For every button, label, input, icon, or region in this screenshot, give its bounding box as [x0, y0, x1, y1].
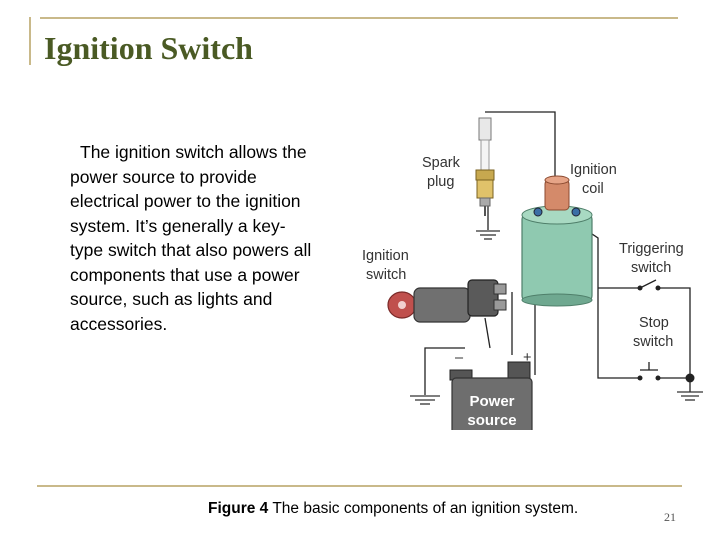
ignition-switch-label-1: Ignition [362, 248, 409, 264]
ignition-coil-label-2: coil [582, 181, 604, 197]
power-source-label-2: source [467, 412, 516, 429]
top-rule [40, 17, 678, 19]
ignition-coil-label-1: Ignition [570, 162, 617, 178]
body-paragraph: The ignition switch allows the power sou… [70, 140, 315, 336]
triggering-switch-label-1: Triggering [619, 241, 684, 257]
body-text: The ignition switch allows the power sou… [70, 142, 312, 334]
caption-text: The basic components of an ignition syst… [272, 500, 579, 517]
left-rule [29, 17, 31, 65]
ignition-coil [521, 175, 593, 307]
power-source-battery: Power source – + [449, 350, 533, 430]
figure-caption: Figure 4 The basic components of an igni… [208, 500, 578, 518]
battery-plus-label: + [523, 350, 531, 366]
stop-switch-label-2: switch [633, 334, 673, 350]
triggering-switch-label-2: switch [631, 260, 671, 276]
ignition-system-diagram: Power source – + Spark plug Ignition coi… [362, 111, 703, 430]
power-source-label-1: Power [469, 393, 514, 410]
spark-plug-ground [476, 230, 500, 240]
stop-switch-label-1: Stop [639, 315, 669, 331]
spark-plug-label-2: plug [427, 174, 454, 190]
switch-ground [677, 391, 703, 401]
triggering-switch [637, 279, 661, 291]
battery-minus-label: – [455, 350, 464, 366]
ignition-switch [387, 279, 507, 323]
slide-title: Ignition Switch [44, 30, 253, 66]
spark-plug-label-1: Spark [422, 155, 461, 171]
battery-ground [410, 395, 440, 405]
stop-switch [637, 362, 695, 383]
caption-prefix: Figure 4 [208, 500, 269, 517]
page-number: 21 [664, 510, 676, 524]
ignition-switch-label-2: switch [366, 267, 406, 283]
bottom-rule [37, 485, 682, 487]
spark-plug [475, 117, 495, 216]
